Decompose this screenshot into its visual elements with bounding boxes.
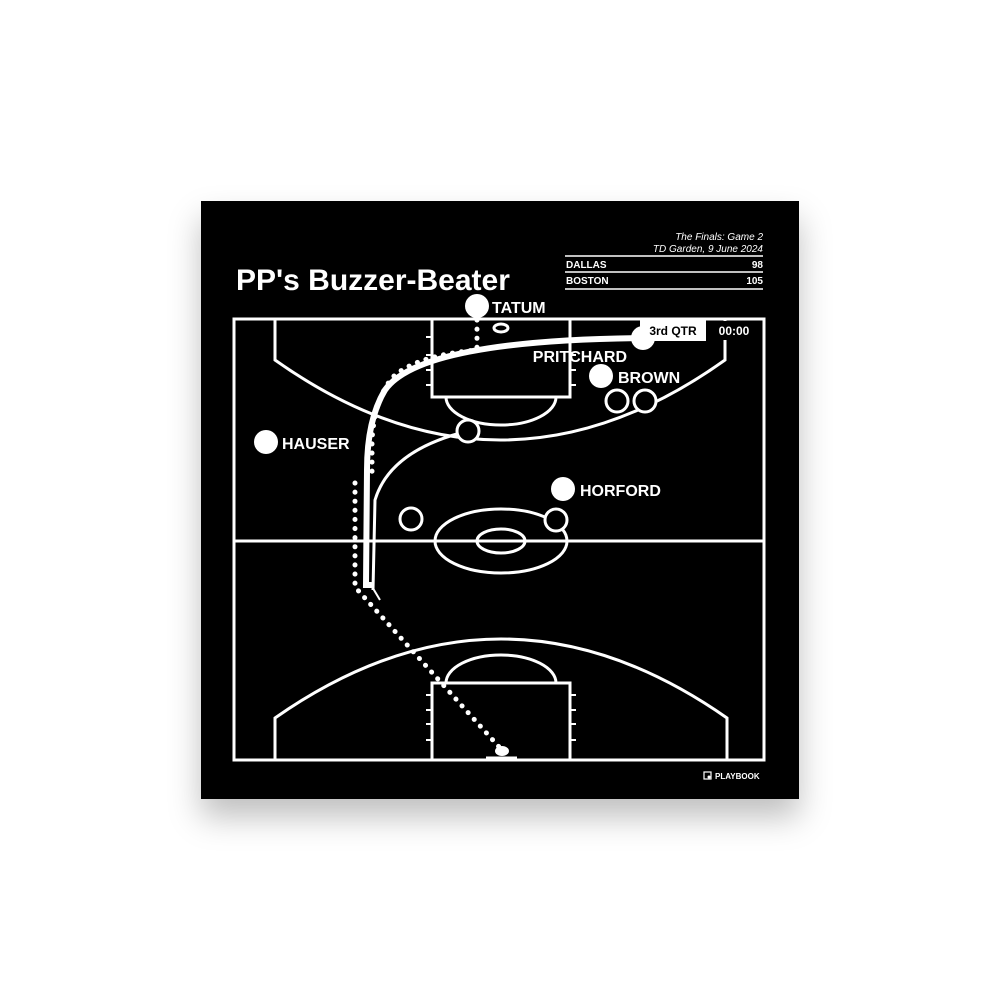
clock-box [706,321,762,340]
bottom-three-point-arc [273,637,729,760]
center-inner-circle [475,527,527,555]
brand-label: PLAYBOOK [715,772,760,781]
pass-path-2 [352,480,503,751]
team-score-dallas: 98 [752,260,764,271]
player-label-horford: HORFORD [580,483,661,500]
team-name-dallas: DALLAS [566,260,607,271]
player-marker-tatum [465,294,489,318]
player-marker-hauser [254,430,278,454]
cut-path [371,429,469,591]
game-event: The Finals: Game 2 [675,232,763,243]
pritchard-run-path [362,335,648,588]
defender-marker [632,388,658,414]
period-label: 3rd QTR [649,324,697,338]
player-label-brown: BROWN [618,370,680,387]
top-lane-hashes [426,336,576,386]
period-box [640,320,706,341]
basketball-icon [495,746,509,756]
bottom-lane [430,681,572,762]
game-venue-date: TD Garden, 9 June 2024 [653,244,764,255]
bottom-ft-circle [444,653,558,684]
player-label-pritchard: PRITCHARD [533,349,627,366]
bottom-lane-hashes [426,694,576,741]
top-hoop [492,322,510,334]
player-marker-horford [551,477,575,501]
center-circle [433,507,569,575]
team-score-boston: 105 [746,276,763,287]
clock-time: 00:00 [719,324,750,338]
defender-marker [455,418,481,444]
top-lane [430,317,572,399]
page-title: PP's Buzzer-Beater [236,264,510,297]
defender-marker [398,506,424,532]
defender-marker [604,388,630,414]
team-name-boston: BOSTON [566,276,609,287]
defender-marker [543,507,569,533]
top-ft-circle [444,396,558,427]
playbook-logo-icon [703,771,712,780]
player-label-tatum: TATUM [492,300,546,317]
defenders [398,388,658,533]
top-three-point-arc [273,319,727,442]
player-label-hauser: HAUSER [282,436,350,453]
court [232,317,766,762]
player-marker-brown [589,364,613,388]
pass-path-1 [369,317,480,483]
